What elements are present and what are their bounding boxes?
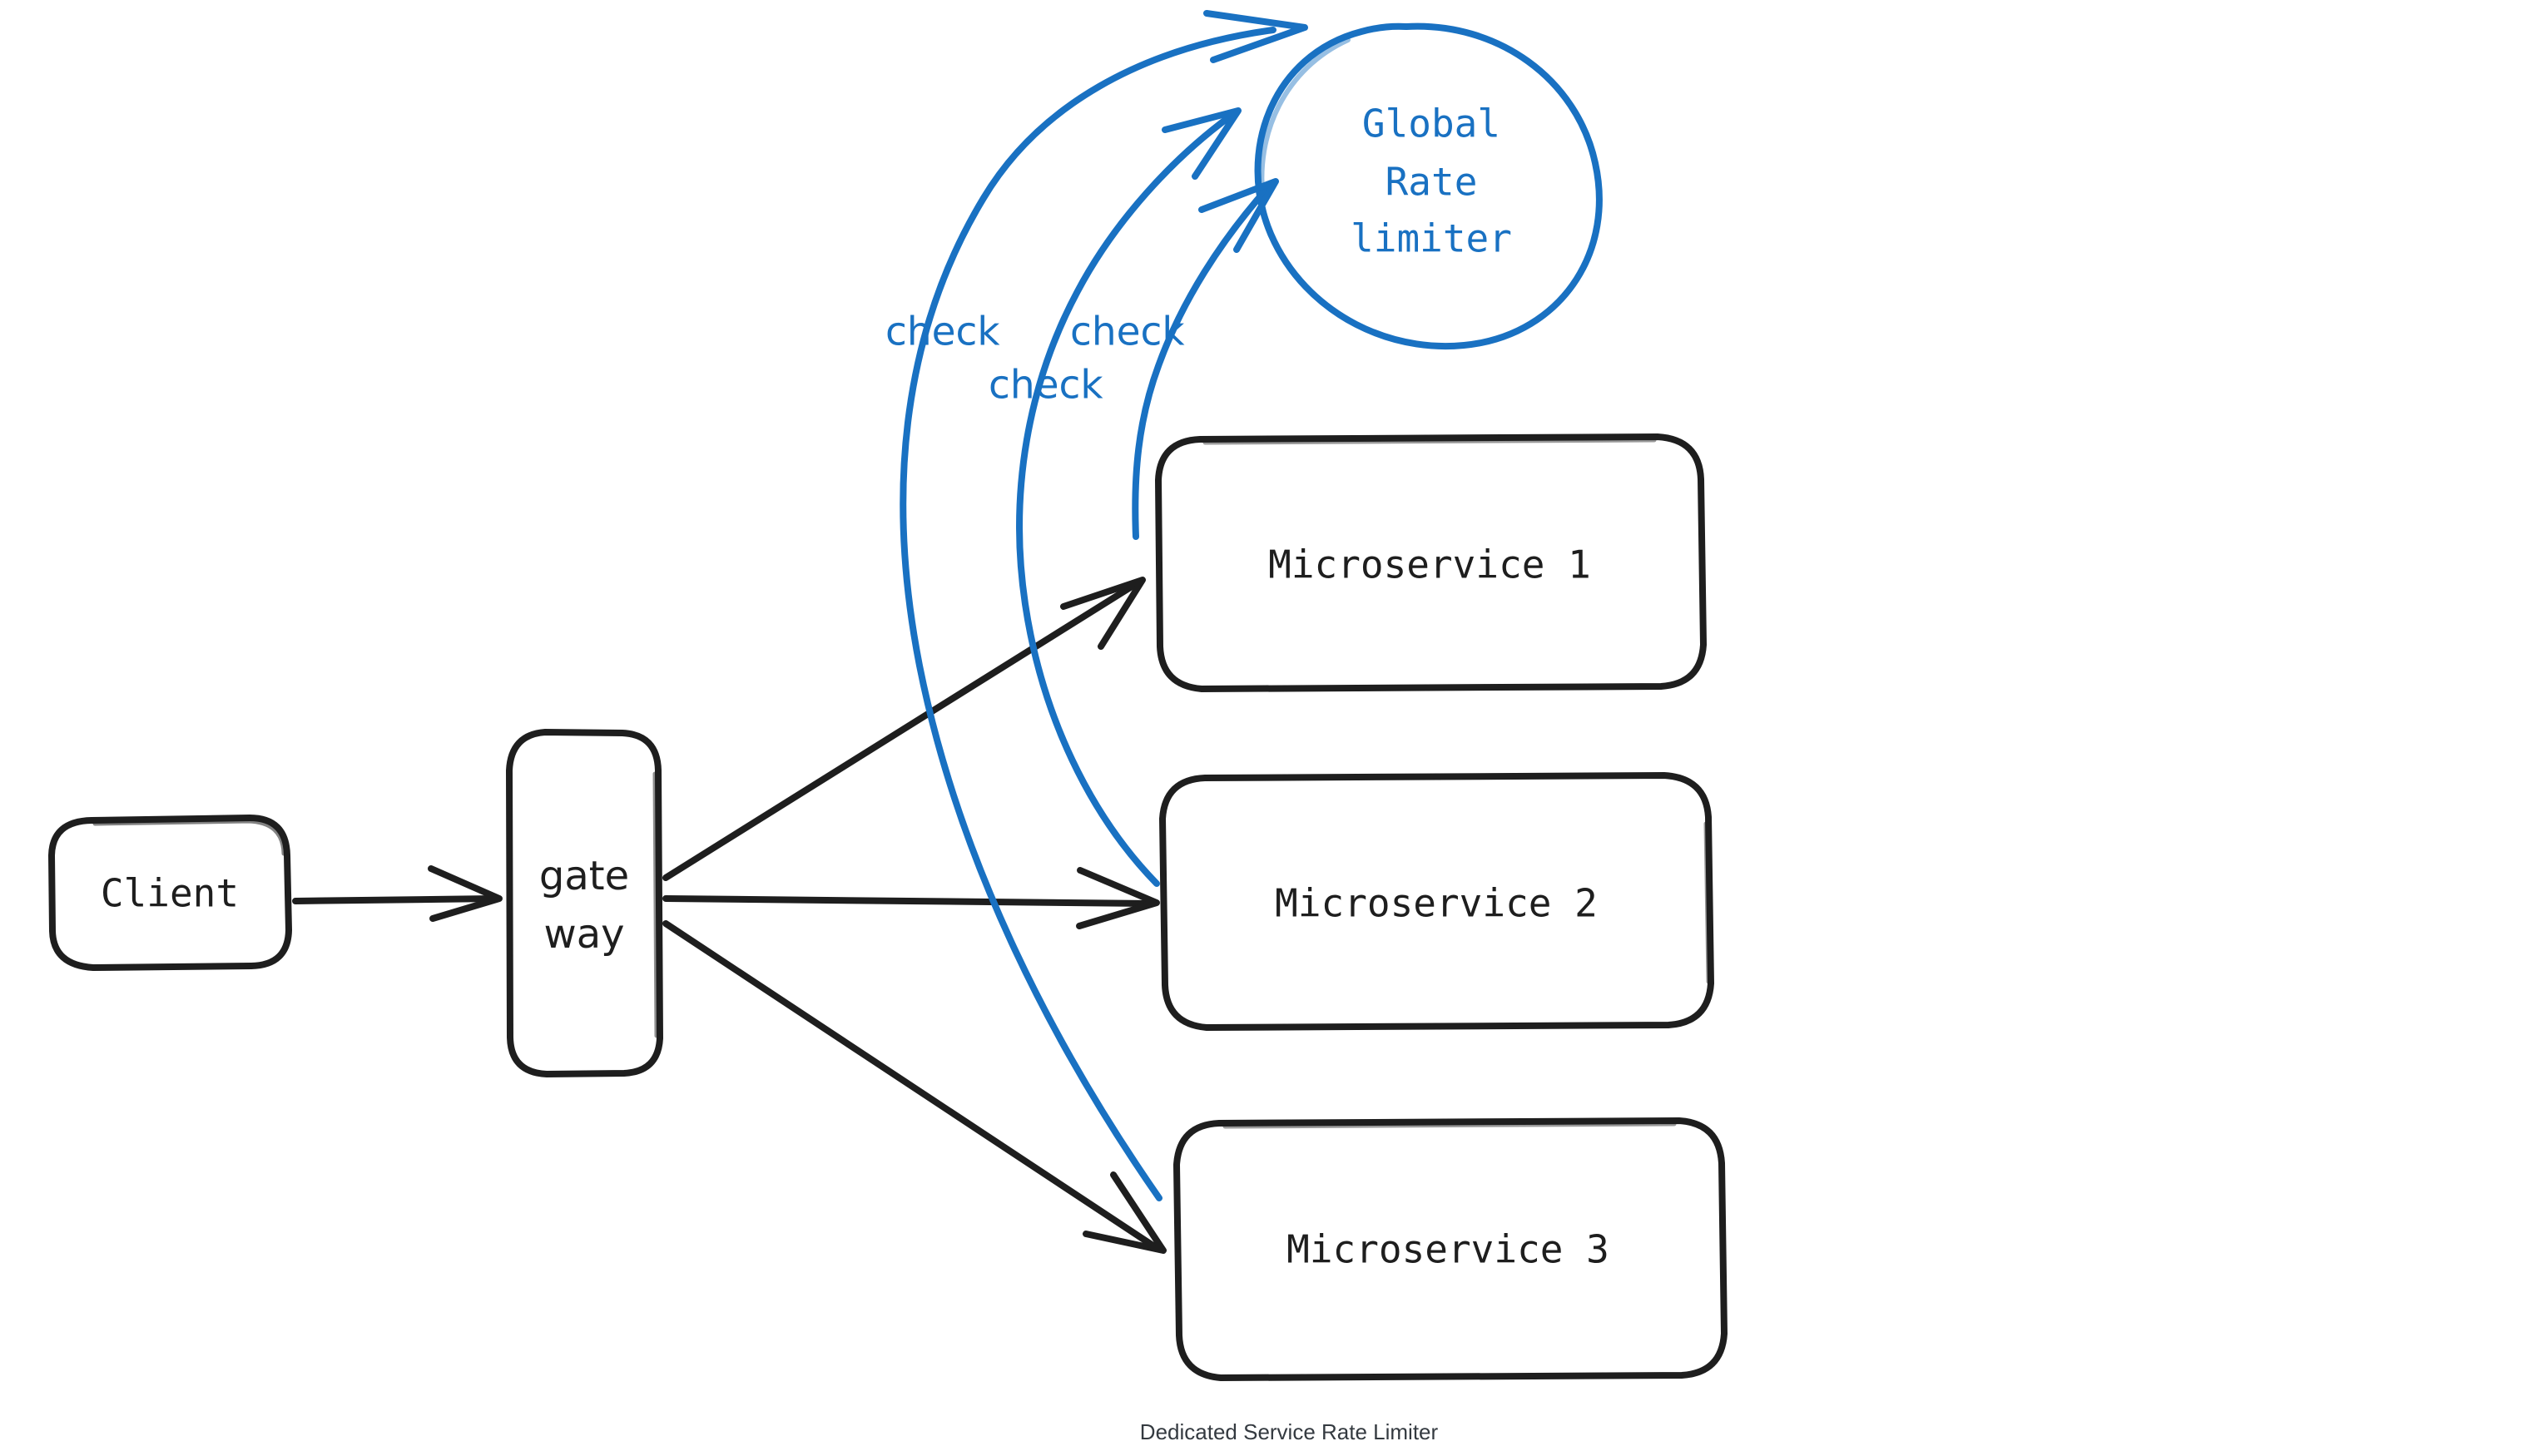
ms1-check-arrowhead xyxy=(1198,178,1279,253)
ms2-check-arrowhead xyxy=(1162,107,1242,180)
gateway-label-line1: gate xyxy=(539,853,629,899)
edge-label-check-right: check xyxy=(1070,310,1185,355)
microservice3-box-sketch xyxy=(1222,1122,1677,1129)
microservice2-box-sketch xyxy=(1703,821,1711,984)
client-gateway-line xyxy=(292,895,498,904)
node-microservice2[interactable]: Microservice 2 xyxy=(1159,772,1714,1031)
ms3-check-arrowhead xyxy=(1203,10,1308,63)
gateway-ms1-arrowhead xyxy=(1060,577,1146,650)
microservice1-box-outline xyxy=(1155,433,1707,692)
gateway-label-line2: way xyxy=(543,911,624,958)
gateway-ms3-line xyxy=(662,920,1160,1251)
client-label: Client xyxy=(101,871,239,916)
edge-client-to-gateway xyxy=(292,865,503,922)
client-box-sketch xyxy=(92,819,286,856)
gateway-box-outline xyxy=(506,729,663,1077)
edge-ms3-check xyxy=(900,10,1308,1201)
edge-ms1-check xyxy=(1132,178,1279,540)
gateway-ms2-line xyxy=(662,895,1153,907)
ratelimiter-label-line3: limiter xyxy=(1351,216,1512,261)
node-microservice3[interactable]: Microservice 3 xyxy=(1173,1117,1728,1381)
client-box-outline xyxy=(48,815,292,971)
microservice3-label: Microservice 3 xyxy=(1286,1227,1609,1272)
ms1-check-curve xyxy=(1132,184,1272,540)
node-microservice1[interactable]: Microservice 1 xyxy=(1155,433,1707,692)
microservice3-box-outline xyxy=(1173,1117,1728,1381)
edge-ms2-check xyxy=(1016,107,1242,887)
gateway-ms1-line xyxy=(662,579,1142,881)
microservice2-label: Microservice 2 xyxy=(1275,881,1598,926)
diagram-caption: Dedicated Service Rate Limiter xyxy=(1140,1419,1439,1444)
ratelimiter-circle-outline xyxy=(1254,22,1603,349)
gateway-ms2-arrowhead xyxy=(1076,867,1160,929)
node-ratelimiter[interactable]: Global Rate limiter xyxy=(1254,22,1603,349)
node-client[interactable]: Client xyxy=(48,815,292,971)
microservice1-label: Microservice 1 xyxy=(1268,542,1591,587)
ratelimiter-label-line1: Global xyxy=(1362,102,1500,146)
ratelimiter-circle-sketch xyxy=(1259,37,1351,202)
edge-gateway-to-ms2 xyxy=(662,867,1160,929)
ratelimiter-label-line2: Rate xyxy=(1386,160,1478,205)
ms3-check-curve xyxy=(900,27,1276,1201)
edge-gateway-to-ms1 xyxy=(662,577,1146,881)
microservice1-box-sketch xyxy=(1202,438,1657,445)
microservice2-box-outline xyxy=(1159,772,1714,1031)
edge-label-check-left: check xyxy=(885,310,1000,355)
gateway-box-sketch xyxy=(652,771,659,1038)
node-gateway[interactable]: gate way xyxy=(506,729,663,1077)
client-gateway-arrowhead xyxy=(428,865,503,922)
edge-gateway-to-ms3 xyxy=(662,920,1167,1254)
gateway-ms3-arrowhead xyxy=(1083,1171,1167,1254)
edge-label-check-middle: check xyxy=(989,363,1103,409)
ms2-check-curve xyxy=(1016,113,1233,887)
